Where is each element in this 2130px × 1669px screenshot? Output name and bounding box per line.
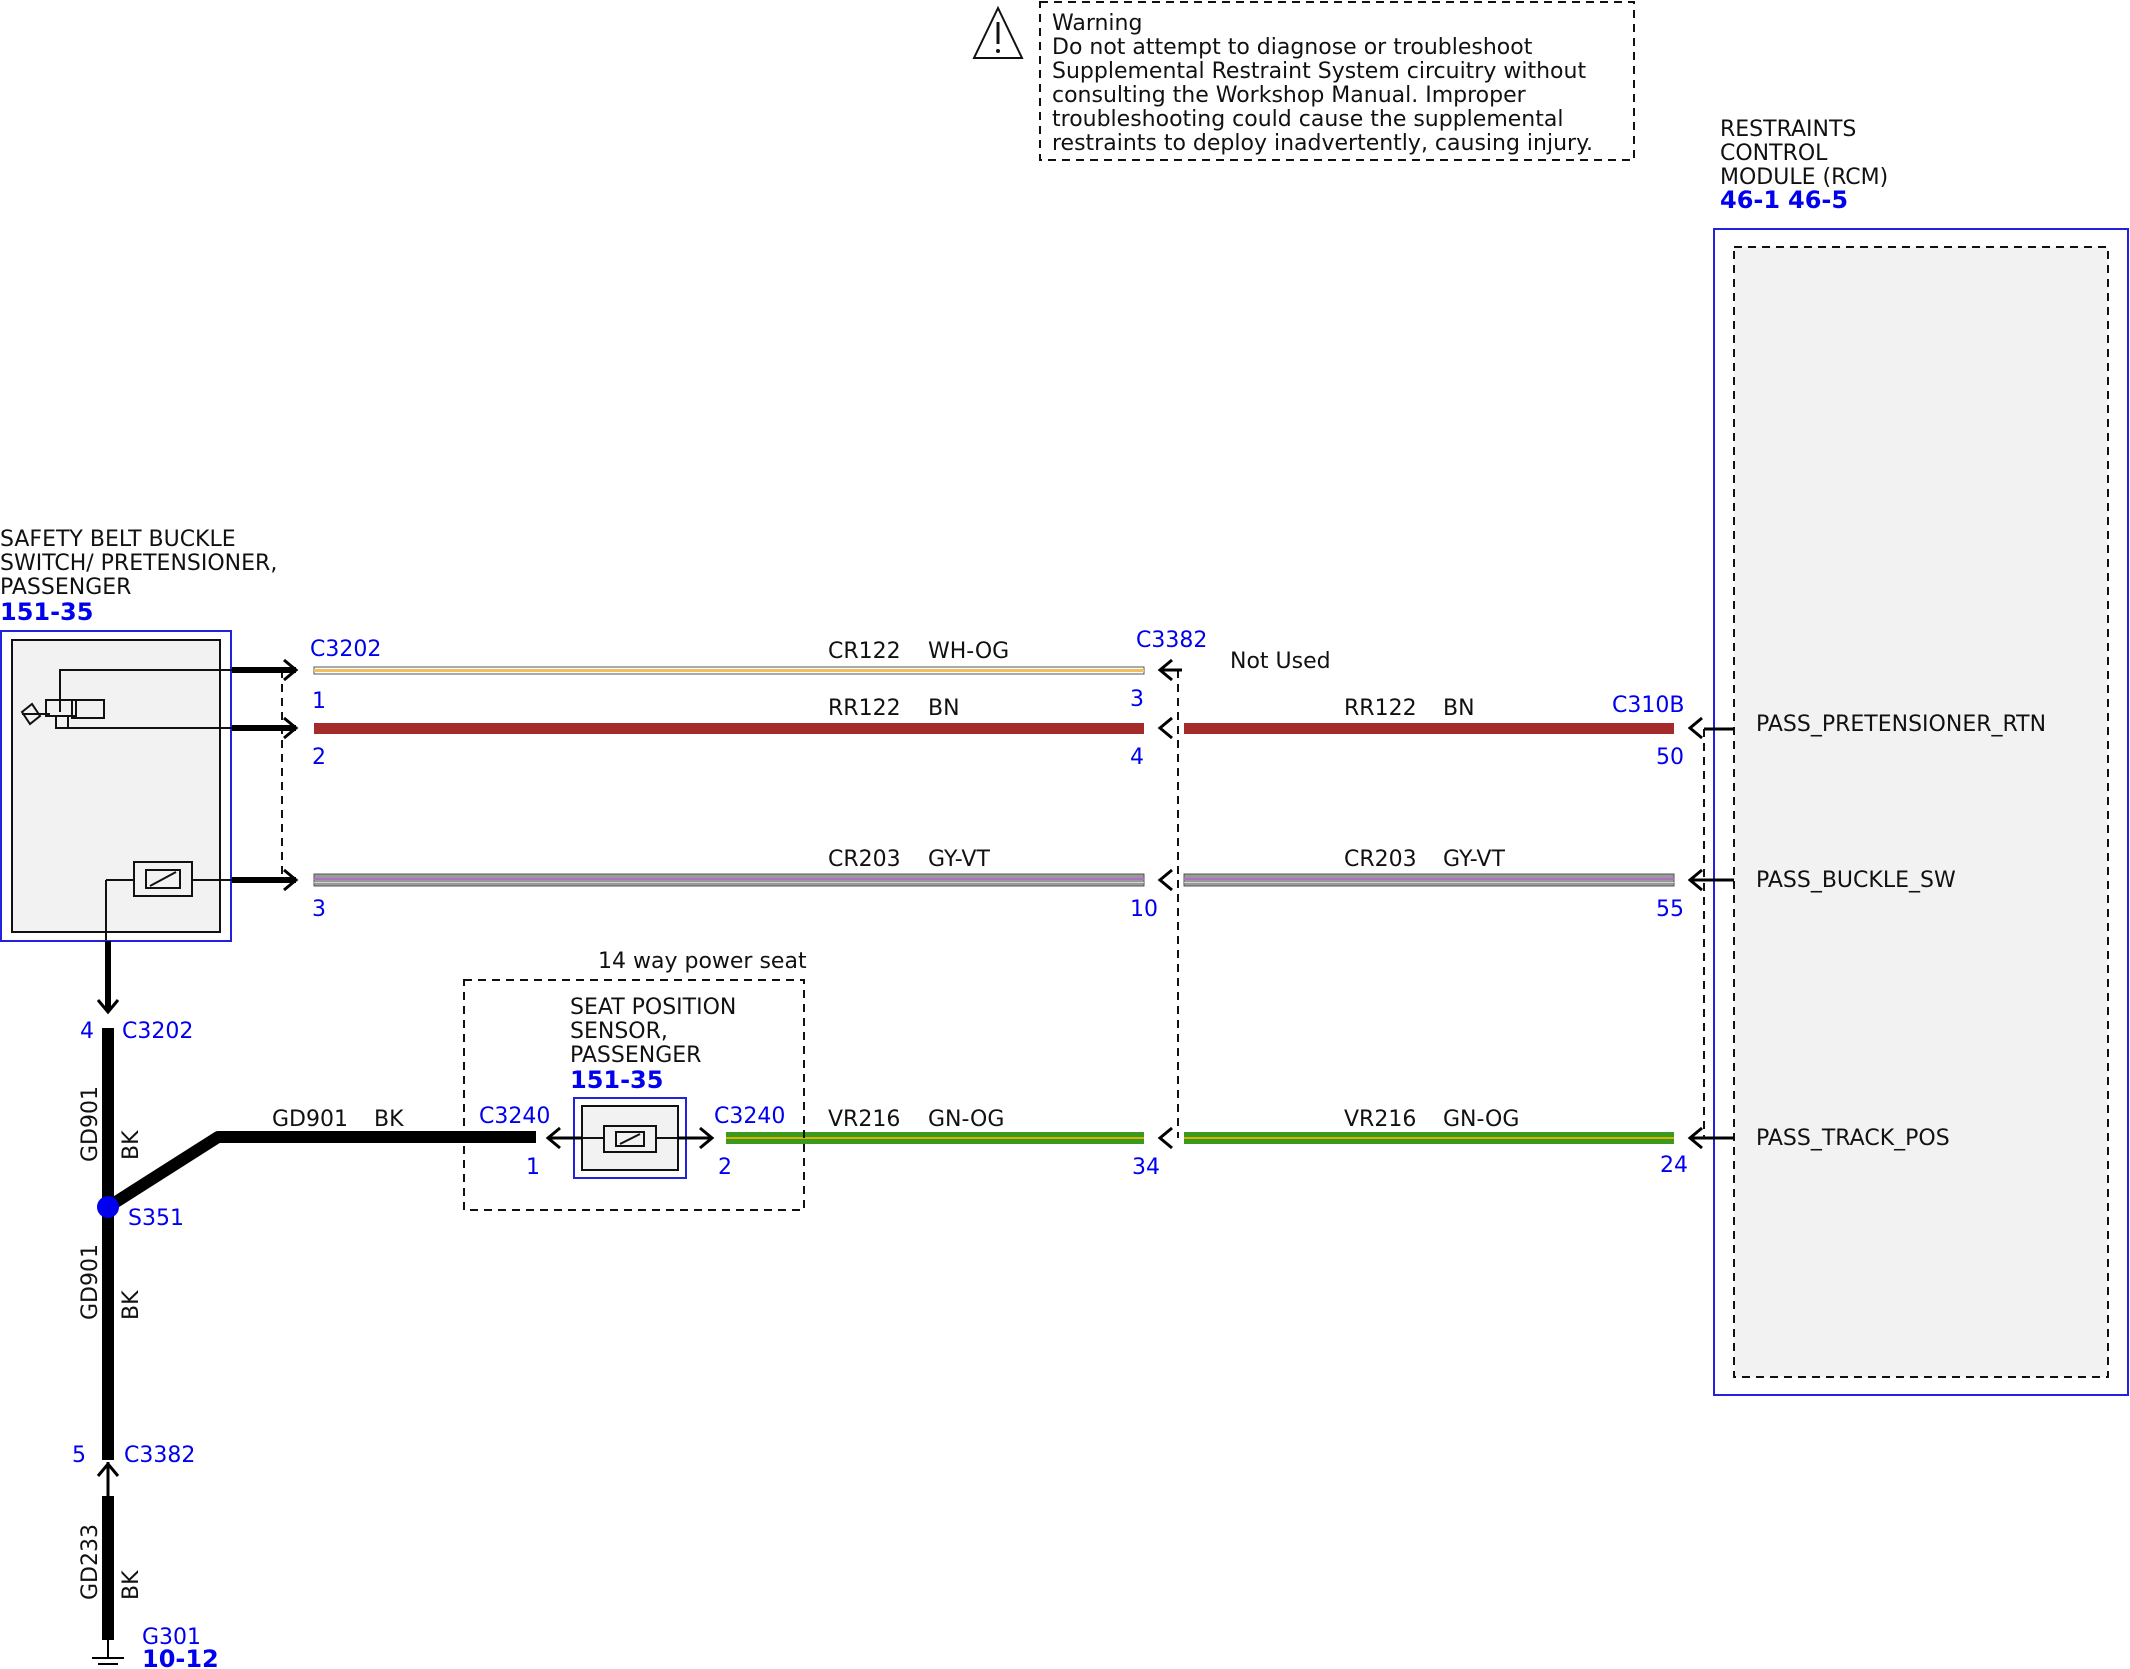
wire-gd901-branch[interactable] (104, 1131, 536, 1213)
ground-point-label: G301 (142, 1625, 201, 1650)
wire-circuit-label: GD901 (78, 1086, 103, 1162)
wire-color-label: GY-VT (928, 847, 990, 872)
pin-number: 3 (1130, 687, 1144, 712)
wire-circuit-label: VR216 (1344, 1107, 1416, 1132)
wire-color-label: BK (119, 1290, 144, 1320)
seat-sensor-name-line: SENSOR, (570, 1019, 668, 1044)
wire-rr122-right[interactable] (1184, 723, 1674, 734)
warning-line: troubleshooting could cause the suppleme… (1052, 107, 1563, 132)
wire-circuit-label: RR122 (1344, 696, 1417, 721)
wire-vr216-left[interactable] (726, 1132, 1144, 1144)
connector-arrow (1687, 1126, 1703, 1150)
c310b-connector-label[interactable]: C310B (1612, 693, 1684, 718)
connector-arrow (283, 868, 299, 892)
rcm-pin-label: PASS_BUCKLE_SW (1756, 868, 1956, 893)
connector-arrow (96, 999, 120, 1015)
rcm-name-line: MODULE (RCM) (1720, 165, 1888, 190)
pin-number: 5 (72, 1443, 86, 1468)
wire-color-label: BN (928, 696, 960, 721)
not-used-label: Not Used (1230, 649, 1331, 674)
warning-line: Supplemental Restraint System circuitry … (1052, 59, 1586, 84)
wire-color-label: GN-OG (928, 1107, 1004, 1132)
warning-line: consulting the Workshop Manual. Improper (1052, 83, 1527, 108)
c3202-connector-label[interactable]: C3202 (122, 1019, 193, 1044)
rcm-ref-link[interactable]: 46-5 (1788, 186, 1848, 214)
pin-number: 4 (80, 1019, 94, 1044)
connector-arrow (1157, 1126, 1173, 1150)
splice-label: S351 (128, 1206, 184, 1231)
rcm-pin-label: PASS_TRACK_POS (1756, 1126, 1950, 1151)
pin-number: 1 (312, 689, 326, 714)
seat-sensor-icon (582, 1125, 678, 1153)
pin-number: 2 (718, 1155, 732, 1180)
wire-cr203-right[interactable] (1183, 873, 1675, 887)
wire-color-label: GN-OG (1443, 1107, 1519, 1132)
wire-circuit-label: GD901 (272, 1107, 348, 1132)
c3240-connector-label[interactable]: C3240 (479, 1104, 550, 1129)
buckle-component-inner (11, 639, 221, 933)
c3240-connector-label[interactable]: C3240 (714, 1104, 785, 1129)
wire-circuit-label: GD233 (78, 1524, 103, 1600)
pin-number: 2 (312, 745, 326, 770)
pin-number: 50 (1656, 745, 1684, 770)
rcm-name-line: CONTROL (1720, 141, 1828, 166)
buckle-switch-icon (105, 861, 232, 940)
warning-title: Warning (1052, 11, 1142, 36)
warning-icon (972, 5, 1024, 59)
wire-circuit-label: CR122 (828, 639, 901, 664)
seat-sensor-name-line: SEAT POSITION (570, 995, 736, 1020)
pin-number: 55 (1656, 897, 1684, 922)
rcm-ref-link[interactable]: 46-1 (1720, 186, 1780, 214)
wire-circuit-label: RR122 (828, 696, 901, 721)
buckle-name-line: SAFETY BELT BUCKLE (0, 527, 236, 552)
connector-arrow (1687, 868, 1703, 892)
wire-vr216-right[interactable] (1184, 1132, 1674, 1144)
seat-sensor-name-line: PASSENGER (570, 1043, 701, 1068)
c3382-connector-label[interactable]: C3382 (124, 1443, 195, 1468)
pin-number: 24 (1660, 1153, 1688, 1178)
splice-s351[interactable] (97, 1196, 119, 1218)
wire-cr122[interactable] (313, 666, 1145, 675)
c3382-connector-label[interactable]: C3382 (1136, 628, 1207, 653)
pin-number: 4 (1130, 745, 1144, 770)
wire-color-label: BK (374, 1107, 404, 1132)
buckle-name-line: PASSENGER (0, 575, 131, 600)
wire-circuit-label: GD901 (78, 1244, 103, 1320)
connector-arrow (1687, 716, 1703, 740)
wire-circuit-label: CR203 (828, 847, 901, 872)
wire-circuit-label: CR203 (1344, 847, 1417, 872)
ground-ref-link[interactable]: 10-12 (142, 1645, 219, 1669)
wire-color-label: BK (119, 1130, 144, 1160)
rcm-pin-label: PASS_PRETENSIONER_RTN (1756, 712, 2046, 737)
wire-color-label: BN (1443, 696, 1475, 721)
rcm-name-line: RESTRAINTS (1720, 117, 1856, 142)
pin-number: 3 (312, 897, 326, 922)
wire-rr122-left[interactable] (314, 723, 1144, 734)
connector-arrow (1157, 716, 1173, 740)
warning-line: restraints to deploy inadvertently, caus… (1052, 131, 1593, 156)
wire-cr203-left[interactable] (313, 873, 1145, 887)
seat-group-outline (463, 979, 805, 1211)
buckle-name-line: SWITCH/ PRETENSIONER, (0, 551, 277, 576)
buckle-ref-link[interactable]: 151-35 (0, 598, 93, 626)
seat-sensor-ref-link[interactable]: 151-35 (570, 1066, 663, 1094)
wire-color-label: WH-OG (928, 639, 1009, 664)
warning-box (1039, 1, 1635, 161)
wire-color-label: GY-VT (1443, 847, 1505, 872)
pin-number: 34 (1132, 1155, 1160, 1180)
c3202-connector-label[interactable]: C3202 (310, 637, 381, 662)
connector-arrow (283, 658, 299, 682)
pin-number: 10 (1130, 897, 1158, 922)
connector-arrow (1157, 868, 1173, 892)
warning-line: Do not attempt to diagnose or troublesho… (1052, 35, 1533, 60)
pretensioner-icon (20, 669, 232, 729)
rcm-module-inner (1733, 246, 2109, 1378)
seat-group-label: 14 way power seat (598, 949, 807, 974)
wire-circuit-label: VR216 (828, 1107, 900, 1132)
connector-arrow (283, 716, 299, 740)
wire-color-label: BK (119, 1570, 144, 1600)
ground-icon (92, 1640, 124, 1665)
pin-number: 1 (526, 1155, 540, 1180)
